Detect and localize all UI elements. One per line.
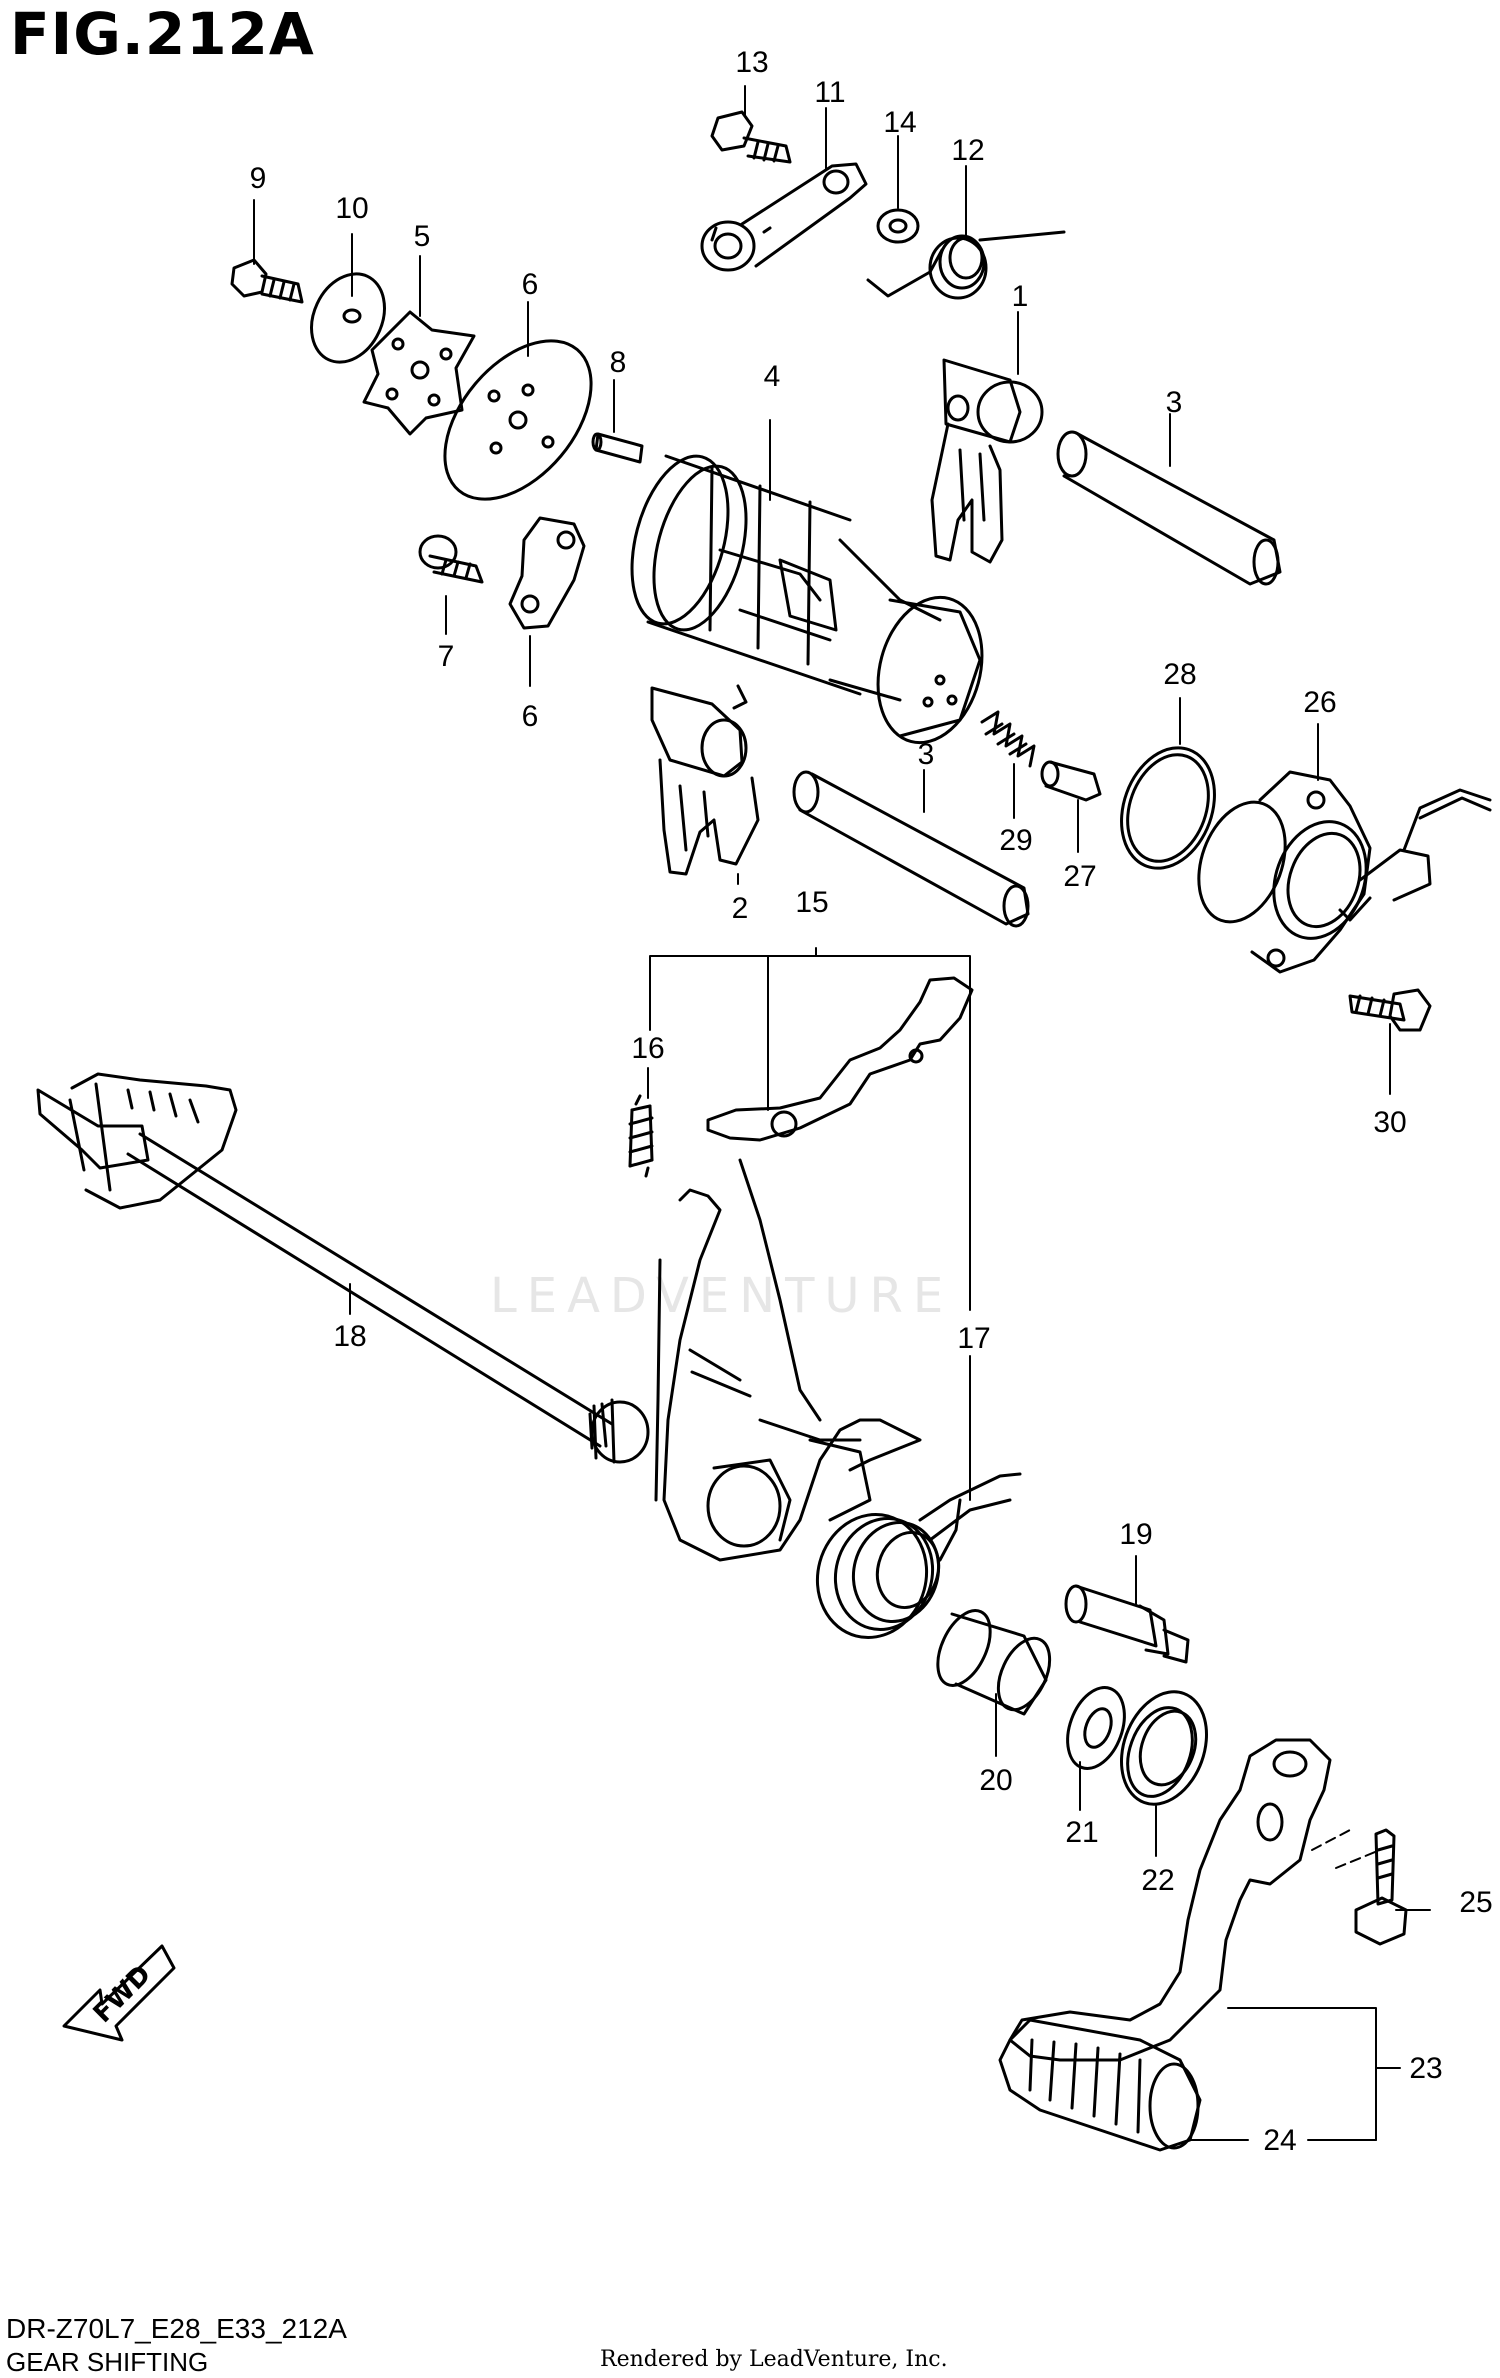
part-1-shift-fork bbox=[930, 358, 1044, 564]
callout-19: 18 bbox=[333, 1320, 366, 1353]
callout-29: 28 bbox=[1163, 658, 1196, 691]
part-20-bolt bbox=[1064, 1584, 1190, 1664]
part-19-gearshift-shaft bbox=[36, 1072, 650, 1464]
callout-4: 4 bbox=[764, 360, 781, 393]
callout-16: 15 bbox=[795, 886, 828, 919]
part-10-bolt bbox=[230, 258, 304, 304]
part-13-spring bbox=[866, 230, 1066, 300]
callout-6: 5 bbox=[414, 220, 431, 253]
part-30-spring bbox=[980, 710, 1036, 768]
part-9-pin bbox=[591, 432, 644, 464]
part-3-fork-shaft-upper bbox=[1056, 430, 1282, 586]
part-14-bolt bbox=[710, 110, 792, 164]
part-18-return-spring bbox=[815, 1472, 1022, 1639]
render-credit: Rendered by LeadVenture, Inc. bbox=[600, 2347, 948, 2372]
part-11-washer bbox=[310, 272, 386, 364]
part-5-stopper bbox=[508, 516, 586, 630]
callout-22: 21 bbox=[1065, 1816, 1098, 1849]
part-31-bolt bbox=[1348, 988, 1432, 1032]
part-29-o-ring bbox=[1120, 746, 1216, 870]
callout-26: 25 bbox=[1459, 1886, 1492, 1919]
callout-leaders bbox=[253, 85, 1431, 2141]
callout-2: 2 bbox=[732, 892, 749, 925]
figure-title: FIG.212A bbox=[10, 0, 315, 68]
part-7-cam-plate bbox=[443, 339, 593, 501]
callout-9: 8 bbox=[610, 346, 627, 379]
callout-8: 7 bbox=[438, 640, 455, 673]
callout-15: 14 bbox=[883, 106, 916, 139]
part-17-spring bbox=[628, 1094, 654, 1178]
part-4-shift-drum bbox=[630, 454, 984, 745]
part-21-bushing bbox=[936, 1609, 1052, 1716]
part-6-plate bbox=[362, 310, 476, 436]
part-16-shift-shaft-assembly bbox=[654, 976, 974, 1562]
callout-28: 27 bbox=[1063, 860, 1096, 893]
callout-5: 6 bbox=[522, 700, 539, 733]
part-26-bolt bbox=[1354, 1828, 1408, 1946]
callout-25: 24 bbox=[1263, 2124, 1296, 2157]
part-2-shift-fork bbox=[650, 684, 760, 876]
callout-3-upper: 3 bbox=[1166, 386, 1183, 419]
part-23-oil-seal bbox=[1119, 1690, 1209, 1806]
watermark: LEADVENTURE bbox=[490, 1268, 954, 1324]
callout-14: 13 bbox=[735, 46, 768, 79]
part-15-washer bbox=[876, 208, 920, 244]
callout-21: 20 bbox=[979, 1764, 1012, 1797]
part-27-neutral-switch bbox=[1197, 770, 1492, 974]
callout-12: 11 bbox=[814, 76, 845, 109]
callout-18: 17 bbox=[957, 1322, 990, 1355]
callout-20: 19 bbox=[1119, 1518, 1152, 1551]
callout-labels: 13 11 14 12 9 10 5 6 1 8 4 3 7 6 28 26 3… bbox=[88, 46, 1493, 2157]
callout-24: 23 bbox=[1409, 2052, 1442, 2085]
part-12-shift-arm bbox=[700, 162, 868, 272]
callout-10: 9 bbox=[250, 162, 267, 195]
figure-code: DR-Z70L7_E28_E33_212A bbox=[6, 2313, 347, 2344]
callout-31: 30 bbox=[1373, 1106, 1406, 1139]
callout-7: 6 bbox=[522, 268, 539, 301]
callout-11: 10 bbox=[335, 192, 368, 225]
callout-1: 1 bbox=[1012, 280, 1029, 313]
callout-23: 22 bbox=[1141, 1864, 1174, 1897]
part-3-fork-shaft-lower bbox=[792, 770, 1030, 928]
fwd-arrow-icon bbox=[62, 1944, 176, 2042]
callout-27: 26 bbox=[1303, 686, 1336, 719]
part-8-screw bbox=[418, 534, 484, 584]
figure-name: GEAR SHIFTING bbox=[6, 2347, 209, 2377]
callout-13: 12 bbox=[951, 134, 984, 167]
callout-3-lower: 3 bbox=[918, 738, 935, 771]
callout-17: 16 bbox=[631, 1032, 664, 1065]
part-22-washer bbox=[1066, 1686, 1126, 1770]
callout-30: 29 bbox=[999, 824, 1032, 857]
part-24-gearshift-lever bbox=[1008, 1738, 1332, 2062]
part-28-pin bbox=[1040, 760, 1102, 802]
part-25-rubber bbox=[998, 2018, 1202, 2152]
